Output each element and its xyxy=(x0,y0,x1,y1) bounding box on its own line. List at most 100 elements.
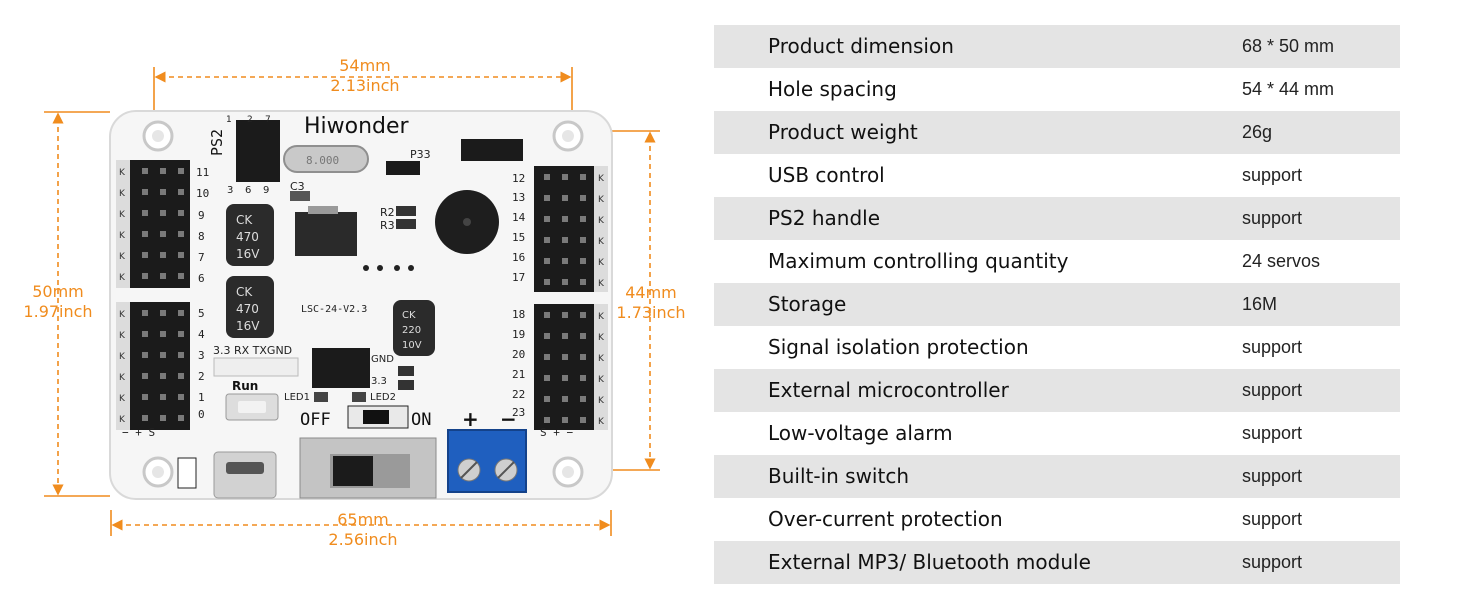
ch-1: 1 xyxy=(198,391,205,404)
smd-1 xyxy=(398,366,414,376)
ps2-pin-9: 9 xyxy=(263,185,269,196)
header-pin xyxy=(178,168,184,174)
ch-13: 13 xyxy=(512,191,525,204)
k-marker: K xyxy=(119,252,126,262)
header-pin xyxy=(142,231,148,237)
spec-name: Over-current protection xyxy=(768,507,1003,531)
right-servo-header-top xyxy=(534,166,608,292)
r3-label: R3 xyxy=(380,219,395,232)
header-pin xyxy=(544,417,550,423)
header-pin xyxy=(160,168,166,174)
ch-21: 21 xyxy=(512,368,525,381)
k-marker: K xyxy=(119,352,126,362)
k-marker: K xyxy=(598,312,605,322)
k-marker: K xyxy=(119,331,126,341)
header-pin xyxy=(544,237,550,243)
header-pin xyxy=(160,394,166,400)
left-dimension-mm: 50mm xyxy=(32,282,84,301)
header-pin xyxy=(562,174,568,180)
ch-11: 11 xyxy=(196,166,209,179)
spec-name: External microcontroller xyxy=(768,378,1009,402)
ch-16: 16 xyxy=(512,251,525,264)
svg-text:470: 470 xyxy=(236,230,259,244)
ch-14: 14 xyxy=(512,211,526,224)
header-pin xyxy=(580,279,586,285)
header-pin xyxy=(544,375,550,381)
c3-capacitor xyxy=(290,191,310,201)
k-marker: K xyxy=(119,394,126,404)
plus-label: + xyxy=(462,407,479,431)
header-pin xyxy=(544,195,550,201)
k-marker: K xyxy=(598,279,605,289)
mounting-holes xyxy=(142,120,584,488)
header-pin xyxy=(580,354,586,360)
header-pin xyxy=(580,174,586,180)
capacitor-1: CK 470 16V xyxy=(226,204,274,266)
spec-value: support xyxy=(1242,208,1303,228)
header-pin xyxy=(544,279,550,285)
k-marker: K xyxy=(598,195,605,205)
spec-name: Storage xyxy=(768,292,847,316)
ps2-label: PS2 xyxy=(208,129,226,156)
spec-row: PS2 handle support xyxy=(714,197,1400,240)
spec-name: Product dimension xyxy=(768,34,954,58)
spec-name: PS2 handle xyxy=(768,206,881,230)
expansion-header xyxy=(312,348,370,388)
spec-name: Maximum controlling quantity xyxy=(768,249,1069,273)
ch-12: 12 xyxy=(512,172,525,185)
ps2-pin-7: 7 xyxy=(265,115,271,125)
header-pin xyxy=(160,189,166,195)
header-pin xyxy=(562,216,568,222)
right-dimension: 44mm 1.73inch xyxy=(610,283,692,323)
spec-row: Maximum controlling quantity 24 servos xyxy=(714,240,1400,283)
spec-row: Product weight 26g xyxy=(714,111,1400,154)
ps2-pin-2: 2 xyxy=(247,115,253,125)
header-pin xyxy=(142,273,148,279)
header-pin xyxy=(142,310,148,316)
spec-value: support xyxy=(1242,337,1303,357)
top-connector xyxy=(461,139,523,161)
crystal-label: 8.000 xyxy=(306,154,339,167)
header-pin xyxy=(142,252,148,258)
smd-2 xyxy=(398,380,414,390)
spec-value: 54 * 44 mm xyxy=(1242,79,1335,99)
brand-logo: Hiwonder xyxy=(304,114,410,139)
header-pin xyxy=(178,273,184,279)
header-pin xyxy=(580,216,586,222)
header-pin xyxy=(178,415,184,421)
ch-15: 15 xyxy=(512,231,525,244)
spec-value: support xyxy=(1242,466,1303,486)
spec-name: Built-in switch xyxy=(768,464,910,488)
k-marker: K xyxy=(119,168,126,178)
ch-9: 9 xyxy=(198,209,205,222)
svg-text:16V: 16V xyxy=(236,319,260,333)
k-marker: K xyxy=(598,237,605,247)
voltage-regulator xyxy=(295,212,357,256)
k-marker: K xyxy=(119,231,126,241)
k-marker: K xyxy=(598,417,605,427)
bottom-dimension-mm: 65mm xyxy=(337,510,389,529)
power-switch-knob[interactable] xyxy=(333,456,373,486)
spec-row: USB control support xyxy=(714,154,1400,197)
spec-value: 68 * 50 mm xyxy=(1242,36,1335,56)
k-marker: K xyxy=(119,210,126,220)
ch-19: 19 xyxy=(512,328,525,341)
header-pin xyxy=(142,210,148,216)
spec-value: support xyxy=(1242,509,1303,529)
crystal-oscillator: 8.000 xyxy=(283,145,369,173)
header-pin xyxy=(142,168,148,174)
header-pin xyxy=(160,231,166,237)
capacitor-2: CK 470 16V xyxy=(226,276,274,338)
header-pin xyxy=(142,394,148,400)
header-pin xyxy=(178,252,184,258)
header-pin xyxy=(160,415,166,421)
ps2-pin-1: 1 xyxy=(226,115,232,125)
right-servo-header-bottom xyxy=(534,304,608,430)
left-servo-header-bottom xyxy=(116,302,190,430)
c3-label: C3 xyxy=(290,180,305,193)
svg-text:10V: 10V xyxy=(402,340,422,351)
header-pin xyxy=(544,396,550,402)
header-pin xyxy=(142,189,148,195)
minus-label: − xyxy=(500,407,517,431)
